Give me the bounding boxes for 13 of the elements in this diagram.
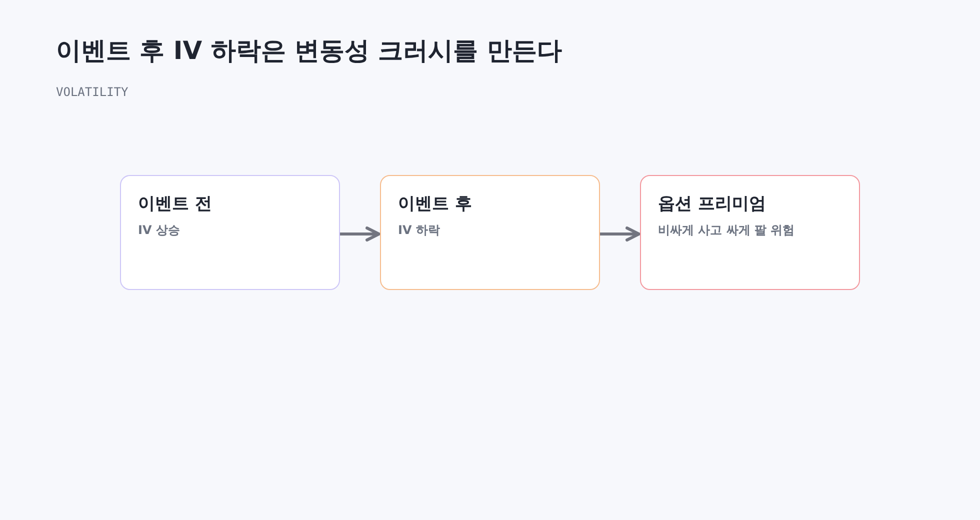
box-description: 비싸게 사고 싸게 팔 위험 xyxy=(658,222,795,239)
box-description: IV 상승 xyxy=(138,222,180,239)
box-heading: 이벤트 전 xyxy=(138,193,212,215)
box-heading: 이벤트 후 xyxy=(398,193,472,215)
box-description: IV 하락 xyxy=(398,222,440,239)
subtitle: VOLATILITY xyxy=(56,85,128,99)
arrow xyxy=(340,226,380,242)
arrow xyxy=(600,226,640,242)
process-box xyxy=(120,175,340,290)
process-box xyxy=(640,175,860,290)
title: 이벤트 후 IV 하락은 변동성 크러시를 만든다 xyxy=(56,35,562,67)
process-box xyxy=(380,175,600,290)
box-heading: 옵션 프리미엄 xyxy=(658,193,766,215)
